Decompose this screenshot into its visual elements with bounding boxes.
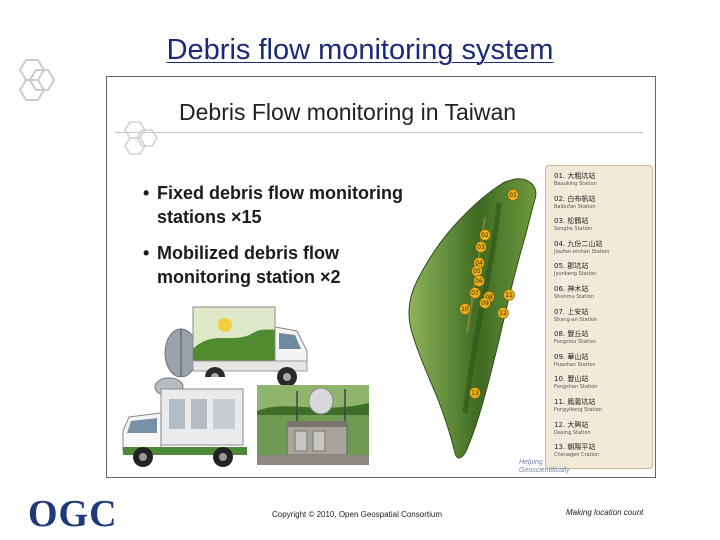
station-marker — [503, 289, 515, 301]
station-marker — [469, 287, 481, 299]
legend-station-name: 04. 九份二山站 — [554, 239, 603, 248]
hexagon-decoration-icon — [18, 59, 56, 101]
hexagon-decoration-icon — [124, 121, 158, 155]
bullet-line: Mobilized debris flow — [157, 243, 340, 263]
legend-station-subtitle: Huashan Station — [554, 361, 596, 368]
station-marker — [497, 307, 509, 319]
station-marker-label: 05 — [473, 268, 481, 275]
legend-station-name: 01. 大粗坑站 — [554, 172, 596, 180]
station-marker-label: 01 — [509, 192, 517, 199]
legend-station-subtitle: Fongshan Station — [554, 384, 598, 391]
station-marker-label: 11 — [505, 292, 513, 299]
legend-station-subtitle: Jioufen-ershan Station — [554, 248, 610, 255]
legend-station-name: 07. 上安站 — [554, 307, 589, 316]
station-marker-label: 10 — [461, 306, 469, 313]
station-marker — [469, 387, 481, 399]
inner-slide-title: Debris Flow monitoring in Taiwan — [179, 99, 517, 125]
station-marker — [479, 229, 491, 241]
legend-station-name: 06. 神木站 — [554, 285, 589, 293]
legend-station-name: 13. 朝陽平站 — [554, 443, 596, 452]
station-marker — [479, 297, 491, 309]
legend-station-subtitle: Shang-an Station — [554, 316, 598, 323]
legend-station-name: 03. 松鶴站 — [554, 217, 589, 226]
legend-station-subtitle: Baibufan Station — [554, 203, 596, 210]
legend-station-name: 09. 華山站 — [554, 352, 589, 361]
station-marker-label: 06 — [475, 278, 483, 285]
bullet-list: Fixed debris flow monitoring stations ×1… — [143, 181, 443, 301]
bullet-line: stations ×15 — [157, 207, 262, 227]
watermark-text: Helping Geoscientifically — [519, 459, 570, 475]
bullet-item: Mobilized debris flow monitoring station… — [143, 241, 443, 289]
legend-station-subtitle: Fongciou Station — [554, 339, 596, 346]
legend-station-name: 11. 鳳義坑站 — [554, 398, 596, 406]
copyright-text: Copyright © 2010, Open Geospatial Consor… — [272, 510, 442, 519]
station-marker-label: 07 — [471, 290, 479, 297]
station-marker — [507, 189, 519, 201]
title-divider — [115, 132, 643, 133]
legend-station-subtitle: Shenmu Station — [554, 294, 594, 300]
station-marker — [473, 275, 485, 287]
legend-station-subtitle: Songhe Station — [554, 226, 593, 233]
slide-title: Debris flow monitoring system — [166, 34, 554, 66]
station-marker-label: 13 — [471, 390, 479, 397]
watermark-line: Helping — [519, 459, 543, 466]
legend-station-name: 08. 豐丘站 — [554, 330, 589, 339]
ogc-logo: OGC — [28, 493, 118, 532]
bullet-line: monitoring station ×2 — [157, 267, 341, 287]
station-marker-label: 12 — [499, 310, 507, 317]
legend-station-name: 10. 豐山站 — [554, 375, 589, 384]
taiwan-island-shape — [408, 178, 537, 459]
svg-text:OGC: OGC — [28, 493, 118, 532]
legend-station-subtitle: Beauking Station — [554, 181, 597, 187]
station-marker — [475, 241, 487, 253]
mobile-station-truck-photo — [113, 377, 263, 473]
bullet-line: Fixed debris flow monitoring — [157, 183, 404, 203]
legend-station-name: 05. 郡坑站 — [554, 262, 589, 271]
station-marker-label: 03 — [477, 244, 485, 251]
legend-station-name: 02. 白布帆站 — [554, 194, 596, 203]
legend-station-subtitle: Dasing Station — [554, 429, 591, 436]
station-marker — [459, 303, 471, 315]
station-marker-label: 09 — [481, 300, 489, 307]
station-marker-label: 04 — [475, 260, 483, 267]
bullet-item: Fixed debris flow monitoring stations ×1… — [143, 181, 443, 229]
station-marker-label: 02 — [481, 232, 489, 239]
station-marker-label: 08 — [485, 294, 493, 301]
fixed-station-photo — [257, 385, 369, 465]
watermark-line: Geoscientifically — [519, 467, 570, 474]
legend-station-subtitle: Jyunkeng Station — [554, 271, 597, 278]
legend-station-name: 12. 大興站 — [554, 420, 589, 429]
legend-station-subtitle: Fongyikeng Station — [554, 407, 602, 413]
mobile-station-truck-photo — [163, 299, 313, 391]
legend-station-subtitle: Chenagen Cration — [554, 452, 600, 459]
footer-note: Making location count — [566, 508, 644, 517]
content-frame: Debris Flow monitoring in Taiwan Fixed d… — [106, 76, 656, 478]
